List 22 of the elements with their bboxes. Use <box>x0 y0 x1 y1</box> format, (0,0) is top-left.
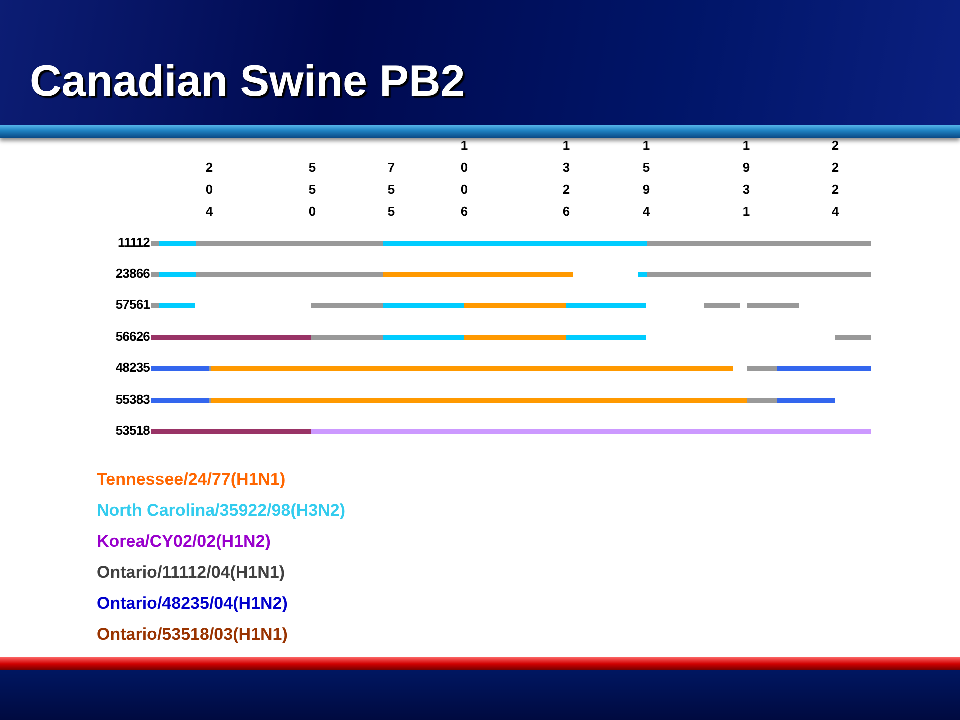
legend-entry: Tennessee/24/77(H1N1) <box>97 470 286 490</box>
position-label: 1594 <box>639 138 653 226</box>
slide-title: Canadian Swine PB2 <box>30 56 466 108</box>
legend-entry: Ontario/48235/04(H1N2) <box>97 594 288 614</box>
row-label: 56626 <box>116 329 150 345</box>
legend-entry: Ontario/11112/04(H1N1) <box>97 563 286 583</box>
position-label: 1326 <box>559 138 573 226</box>
row-label: 48235 <box>116 360 150 376</box>
row-label: 55383 <box>116 392 150 408</box>
row-label: 53518 <box>116 423 150 439</box>
row-label: 57561 <box>116 297 150 313</box>
row-label: 23866 <box>116 266 150 282</box>
legend-entry: North Carolina/35922/98(H3N2) <box>97 501 346 521</box>
legend-entry: Ontario/53518/03(H1N1) <box>97 625 288 645</box>
position-label: 755 <box>384 160 398 226</box>
position-label: 1931 <box>739 138 753 226</box>
position-label: 1006 <box>457 138 471 226</box>
legend-entry: Korea/CY02/02(H1N2) <box>97 532 271 552</box>
row-label: 11112 <box>118 235 150 251</box>
position-label: 2224 <box>828 138 842 226</box>
position-label: 550 <box>305 160 319 226</box>
position-label: 204 <box>202 160 216 226</box>
